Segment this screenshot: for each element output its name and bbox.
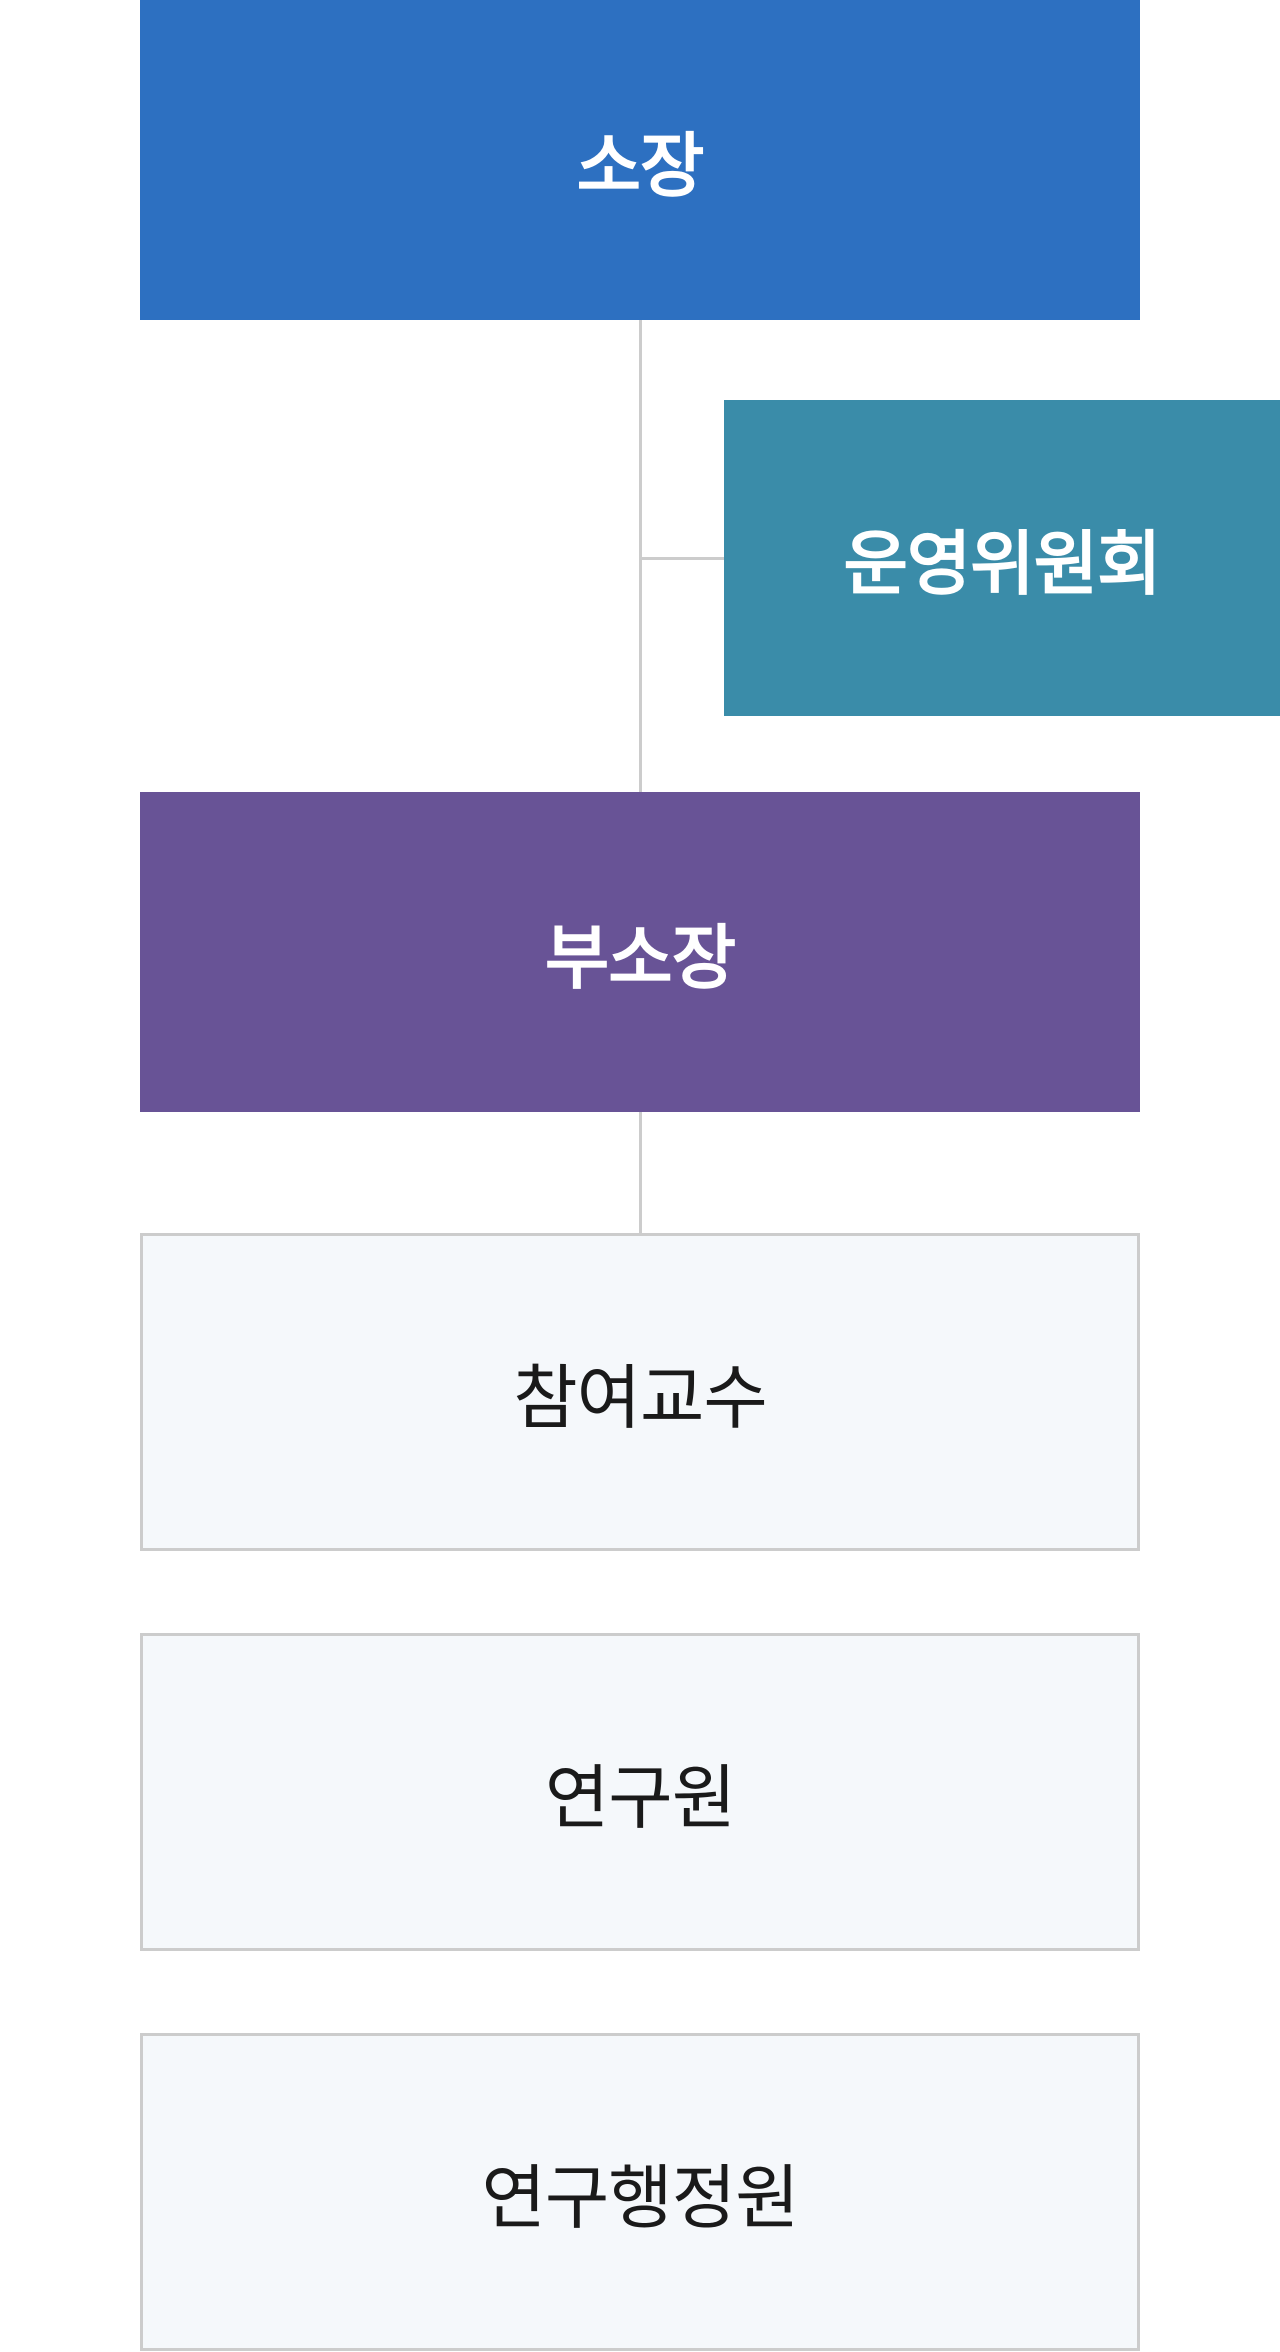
director-label: 소장	[576, 124, 705, 207]
deputy-director-box: 부소장	[140, 792, 1140, 1112]
member-label: 연구원	[544, 1756, 736, 1839]
member-box-professors: 참여교수	[140, 1233, 1140, 1551]
member-label: 참여교수	[513, 1356, 768, 1439]
committee-label: 운영위원회	[843, 522, 1162, 605]
connector-director-to-deputy	[639, 320, 642, 792]
member-box-admin-staff: 연구행정원	[140, 2033, 1140, 2351]
member-label: 연구행정원	[481, 2156, 800, 2239]
connector-to-committee	[639, 557, 724, 560]
member-box-researchers: 연구원	[140, 1633, 1140, 1951]
connector-deputy-to-members	[639, 1112, 642, 1233]
deputy-director-label: 부소장	[544, 916, 736, 999]
committee-box: 운영위원회	[724, 400, 1280, 716]
director-box: 소장	[140, 0, 1140, 320]
